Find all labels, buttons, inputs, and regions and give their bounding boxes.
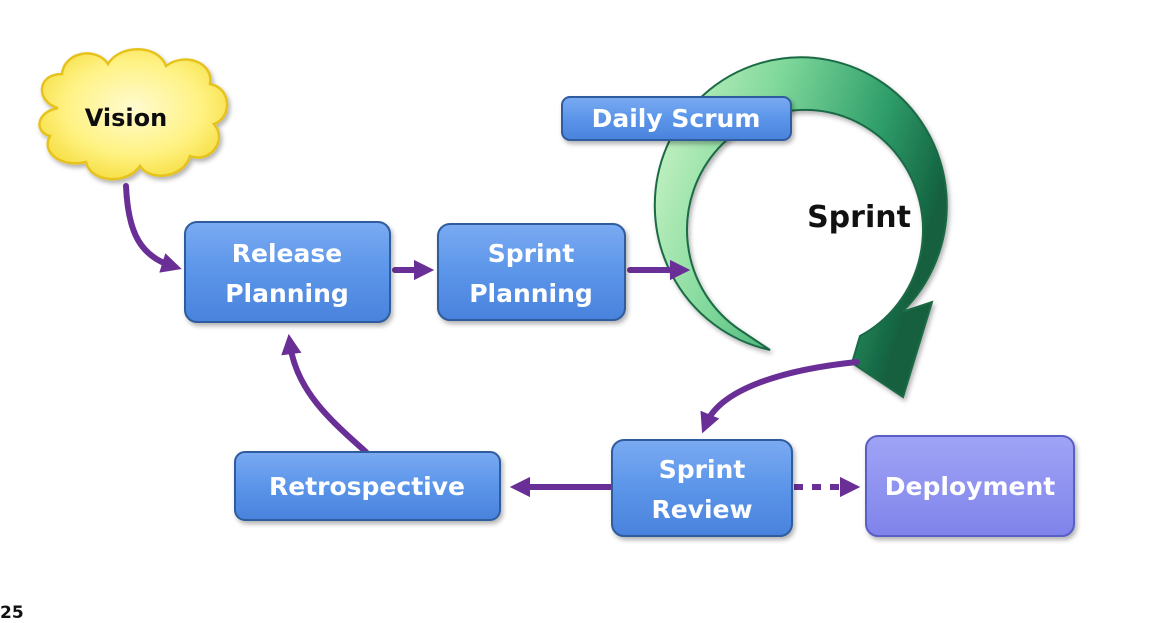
sprint-planning-label-line1: Sprint (488, 239, 575, 268)
connector-arrows (123, 183, 861, 498)
arrow-retrospective-to-release (281, 333, 369, 455)
retrospective-label: Retrospective (269, 472, 465, 501)
sprint-review-box: Sprint Review (611, 439, 793, 537)
arrow-vision-to-release (123, 183, 182, 273)
release-planning-label-line2: Planning (225, 279, 349, 308)
daily-scrum-label: Daily Scrum (592, 104, 761, 133)
sprint-planning-box: Sprint Planning (437, 223, 626, 321)
vision-cloud: Vision (38, 48, 229, 181)
sprint-label: Sprint (807, 200, 911, 235)
retrospective-box: Retrospective (234, 451, 501, 521)
release-planning-box: Release Planning (184, 221, 391, 323)
release-planning-label-line1: Release (232, 239, 342, 268)
sprint-review-label-line2: Review (651, 495, 752, 524)
footer-text: 25 (0, 603, 24, 623)
deployment-label: Deployment (885, 472, 1055, 501)
sprint-review-label-line1: Sprint (659, 455, 746, 484)
arrow-sprint-to-review (700, 359, 860, 434)
sprint-planning-label-line2: Planning (469, 279, 593, 308)
sprint-cycle-arrow (653, 56, 948, 399)
vision-label: Vision (85, 104, 167, 132)
deployment-box: Deployment (865, 435, 1075, 537)
daily-scrum-box: Daily Scrum (561, 96, 792, 141)
